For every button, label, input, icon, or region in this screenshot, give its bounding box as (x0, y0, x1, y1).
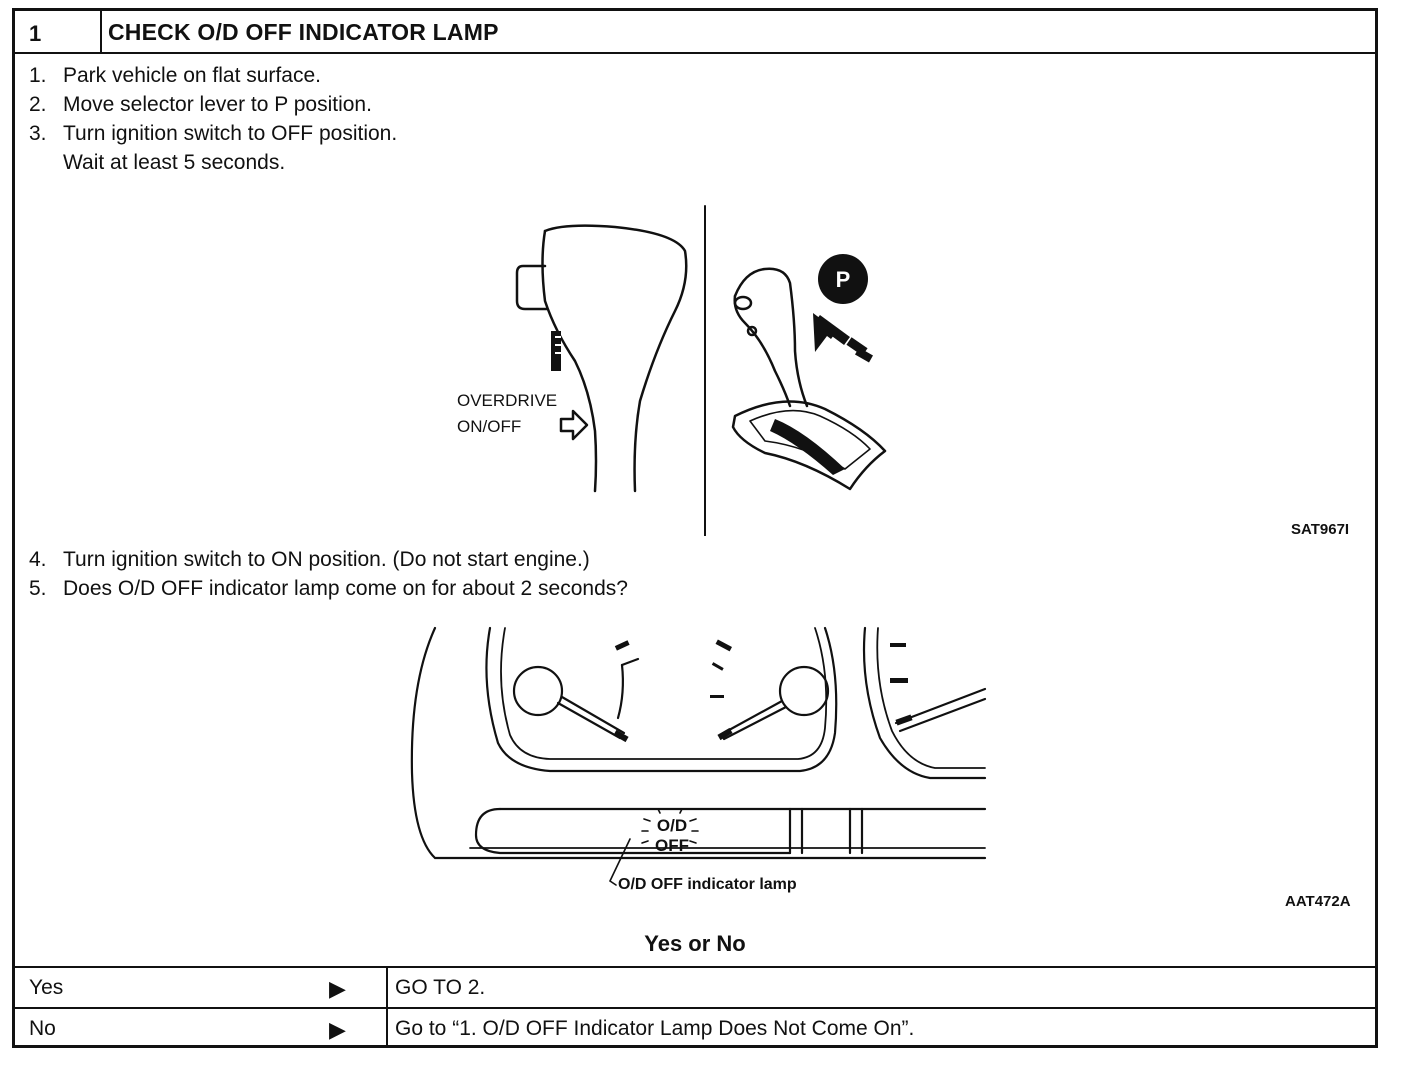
result-action: Go to “1. O/D OFF Indicator Lamp Does No… (395, 1017, 915, 1040)
question-heading: Yes or No (644, 931, 746, 956)
result-row-no: No ▶ Go to “1. O/D OFF Indicator Lamp Do… (15, 1009, 1375, 1050)
play-arrow-icon: ▶ (329, 976, 346, 1001)
instruction-list-b: 4.Turn ignition switch to ON position. (… (29, 545, 628, 603)
table-top-rule (15, 966, 1375, 968)
result-condition: No (29, 1017, 56, 1040)
result-condition: Yes (29, 976, 64, 999)
procedure-frame: 1 CHECK O/D OFF INDICATOR LAMP 1.Park ve… (12, 8, 1378, 1048)
instruction-list-a: 1.Park vehicle on flat surface. 2.Move s… (29, 61, 397, 177)
instruction-item: 5.Does O/D OFF indicator lamp come on fo… (29, 577, 628, 600)
play-arrow-icon: ▶ (329, 1017, 346, 1042)
od-lamp-line2: OFF (655, 836, 689, 855)
result-row-yes: Yes ▶ GO TO 2. (15, 968, 1375, 1009)
step-number: 1 (29, 21, 42, 46)
instrument-cluster-illustration: O/D OFF O/D OFF indicator lamp (410, 626, 987, 893)
od-lamp-line1: O/D (657, 816, 687, 835)
figure-code-aat472a: AAT472A (1285, 893, 1351, 910)
figure-code-sat967i: SAT967I (1291, 521, 1350, 538)
header-divider (100, 11, 102, 52)
result-action: GO TO 2. (395, 976, 486, 999)
instruction-item: 4.Turn ignition switch to ON position. (… (29, 548, 590, 571)
instruction-item: 3.Turn ignition switch to OFF position. … (29, 122, 398, 174)
instruction-item: 1.Park vehicle on flat surface. (29, 64, 321, 87)
table-row-rule (15, 1007, 1375, 1009)
shift-lever-illustration: P OVERDRIVE ON/OFF (457, 205, 887, 536)
step-title: CHECK O/D OFF INDICATOR LAMP (108, 19, 499, 45)
indicator-lamp-callout: O/D OFF indicator lamp (618, 876, 797, 893)
p-badge-label: P (836, 267, 851, 292)
overdrive-label-line1: OVERDRIVE (457, 391, 557, 410)
step-header: 1 CHECK O/D OFF INDICATOR LAMP (15, 11, 1375, 54)
overdrive-label-line2: ON/OFF (457, 417, 521, 436)
instruction-item: 2.Move selector lever to P position. (29, 93, 372, 116)
